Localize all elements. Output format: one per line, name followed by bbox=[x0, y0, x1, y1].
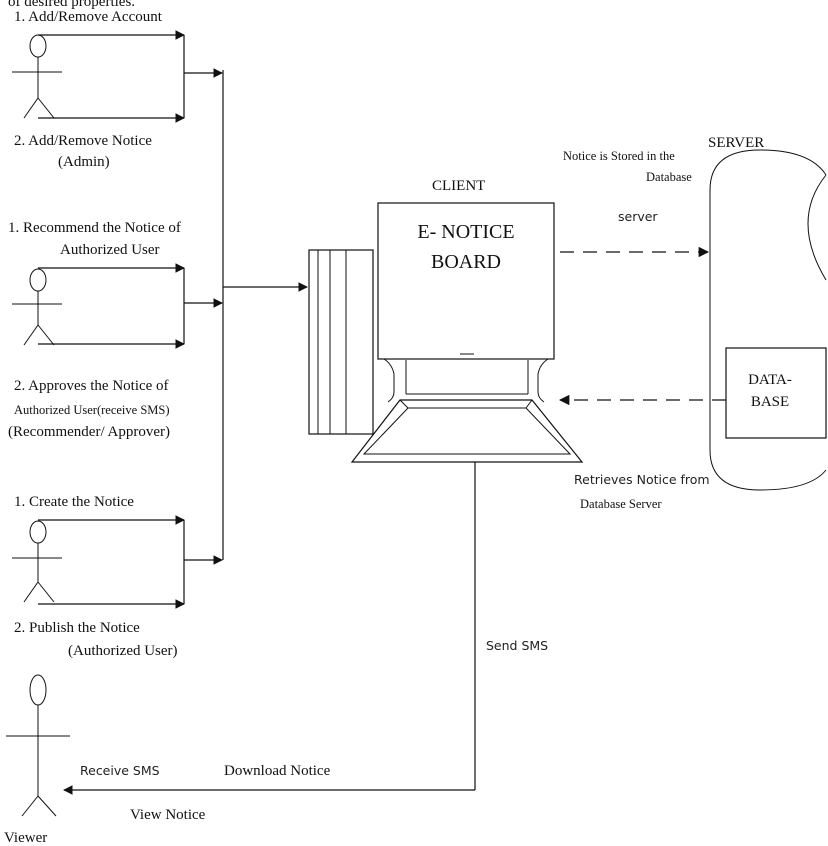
store-notice-label-line1: Notice is Stored in the bbox=[563, 149, 675, 163]
recommender-action-recommend: 1. Recommend the Notice of bbox=[8, 220, 181, 236]
client-keyboard bbox=[350, 399, 584, 463]
author-action-create: 1. Create the Notice bbox=[14, 494, 134, 510]
database-box: DATA- BASE bbox=[725, 347, 827, 439]
server-cylinder bbox=[709, 149, 827, 491]
store-notice-label-line2: Database bbox=[646, 170, 692, 184]
recommender-actor-icon bbox=[12, 268, 62, 346]
recommender-action-approve: 2. Approves the Notice of bbox=[14, 378, 169, 394]
author-actor-group: 1. Create the Notice 2. Publish the Noti… bbox=[12, 494, 223, 659]
author-role-label: (Authorized User) bbox=[68, 643, 178, 659]
admin-role-label: (Admin) bbox=[58, 154, 110, 170]
admin-action-add-remove-account: 1. Add/Remove Account bbox=[14, 9, 163, 25]
retrieve-notice-label-line2: Database Server bbox=[580, 497, 662, 511]
viewer-actor-icon bbox=[6, 674, 70, 817]
download-notice-label: Download Notice bbox=[224, 763, 331, 779]
admin-actor-icon bbox=[12, 34, 62, 119]
server-group: SERVER DATA- BASE bbox=[708, 135, 827, 491]
client-machine: CLIENT E- NOTICE BOARD bbox=[308, 178, 584, 463]
database-label-line1: DATA- bbox=[748, 372, 792, 388]
view-notice-label: View Notice bbox=[130, 807, 206, 823]
store-notice-label-line3: server bbox=[618, 209, 658, 224]
recommender-role-label: (Recommender/ Approver) bbox=[8, 424, 170, 440]
client-monitor: E- NOTICE BOARD bbox=[377, 202, 555, 403]
admin-actor-group: 1. Add/Remove Account 2. Add/Remove Noti… bbox=[12, 9, 223, 170]
admin-action-add-remove-notice: 2. Add/Remove Notice bbox=[14, 133, 152, 149]
client-screen-title-line1: E- NOTICE bbox=[417, 221, 514, 243]
client-label: CLIENT bbox=[432, 178, 485, 194]
viewer-label: Viewer bbox=[4, 830, 47, 846]
retrieve-notice-label-line1: Retrieves Notice from bbox=[574, 472, 710, 487]
client-screen-title-line2: BOARD bbox=[431, 251, 501, 273]
top-clipped-text: of desired properties. bbox=[8, 0, 135, 10]
recommender-action-recommend-line2: Authorized User bbox=[60, 242, 160, 258]
server-label: SERVER bbox=[708, 135, 764, 151]
author-action-publish: 2. Publish the Notice bbox=[14, 620, 140, 636]
viewer-actor-group: Viewer Receive SMS Download Notice View … bbox=[4, 674, 331, 846]
receive-sms-label: Receive SMS bbox=[80, 763, 160, 778]
client-cpu-tower bbox=[308, 249, 374, 435]
send-sms-label: Send SMS bbox=[486, 638, 548, 653]
recommender-action-approve-line2: Authorized User(receive SMS) bbox=[14, 403, 170, 417]
author-actor-icon bbox=[12, 520, 62, 603]
database-label-line2: BASE bbox=[751, 394, 789, 410]
recommender-actor-group: 1. Recommend the Notice of Authorized Us… bbox=[8, 220, 223, 440]
